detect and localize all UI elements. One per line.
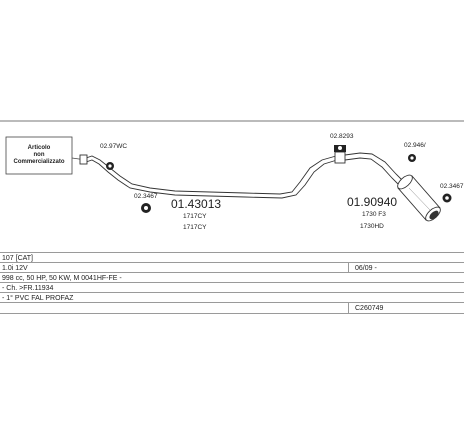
spec-date: 06/09 - bbox=[355, 265, 377, 272]
spec-engine: 1.0i 12V bbox=[2, 265, 28, 272]
vehicle-spec-table: 107 [CAT] 1.0i 12V 06/09 - 998 cc, 50 HP… bbox=[0, 252, 464, 326]
spec-details: 998 cc, 50 HP, 50 KW, M 0041HF-FE - bbox=[2, 275, 122, 282]
part-code-clamp-center: 02.8293 bbox=[330, 133, 354, 140]
spec-row: 1.0i 12V 06/09 - bbox=[0, 262, 464, 273]
part-code-clamp-left: 02.97WC bbox=[100, 143, 127, 150]
spec-row: - 1° PVC FAL PROFAZ bbox=[0, 292, 464, 303]
front-pipe-drawing bbox=[79, 154, 338, 199]
spec-catalog-code: C260749 bbox=[355, 305, 384, 312]
spec-row: - Ch. >FR.11934 bbox=[0, 282, 464, 293]
spec-model: 107 [CAT] bbox=[2, 255, 33, 262]
clamp-icon bbox=[408, 154, 416, 162]
note-line-2: non bbox=[34, 152, 45, 158]
part-ref-front-pipe-2: 1717CY bbox=[183, 224, 207, 231]
center-pipe-drawing bbox=[334, 151, 403, 185]
clamp-icon bbox=[334, 145, 346, 152]
rear-silencer-drawing bbox=[397, 174, 441, 222]
part-code-clamp-right-top: 02.946/ bbox=[404, 142, 426, 149]
part-ref-rear-silencer-1: 1730 F3 bbox=[362, 211, 386, 218]
part-code-clamp-right: 02.3467 bbox=[440, 183, 464, 190]
clamp-icon bbox=[141, 203, 151, 213]
not-available-note: Articolo non Commercializzato bbox=[5, 136, 87, 175]
spec-row: 107 [CAT] bbox=[0, 252, 464, 263]
part-code-rear-silencer: 01.90940 bbox=[347, 195, 397, 209]
note-line-1: Articolo bbox=[28, 145, 51, 151]
spec-chassis: - Ch. >FR.11934 bbox=[2, 285, 54, 292]
part-ref-front-pipe-1: 1717CY bbox=[183, 213, 207, 220]
spec-row: C260749 bbox=[0, 302, 464, 314]
part-code-front-pipe: 01.43013 bbox=[171, 197, 221, 211]
clamp-icon bbox=[442, 193, 452, 203]
part-ref-rear-silencer-2: 1730HD bbox=[360, 223, 384, 230]
part-code-clamp-mid: 02.3467 bbox=[134, 193, 158, 200]
clamp-icon bbox=[106, 162, 114, 170]
note-line-3: Commercializzato bbox=[13, 159, 64, 165]
spec-note: - 1° PVC FAL PROFAZ bbox=[2, 295, 74, 302]
spec-row: 998 cc, 50 HP, 50 KW, M 0041HF-FE - bbox=[0, 272, 464, 283]
